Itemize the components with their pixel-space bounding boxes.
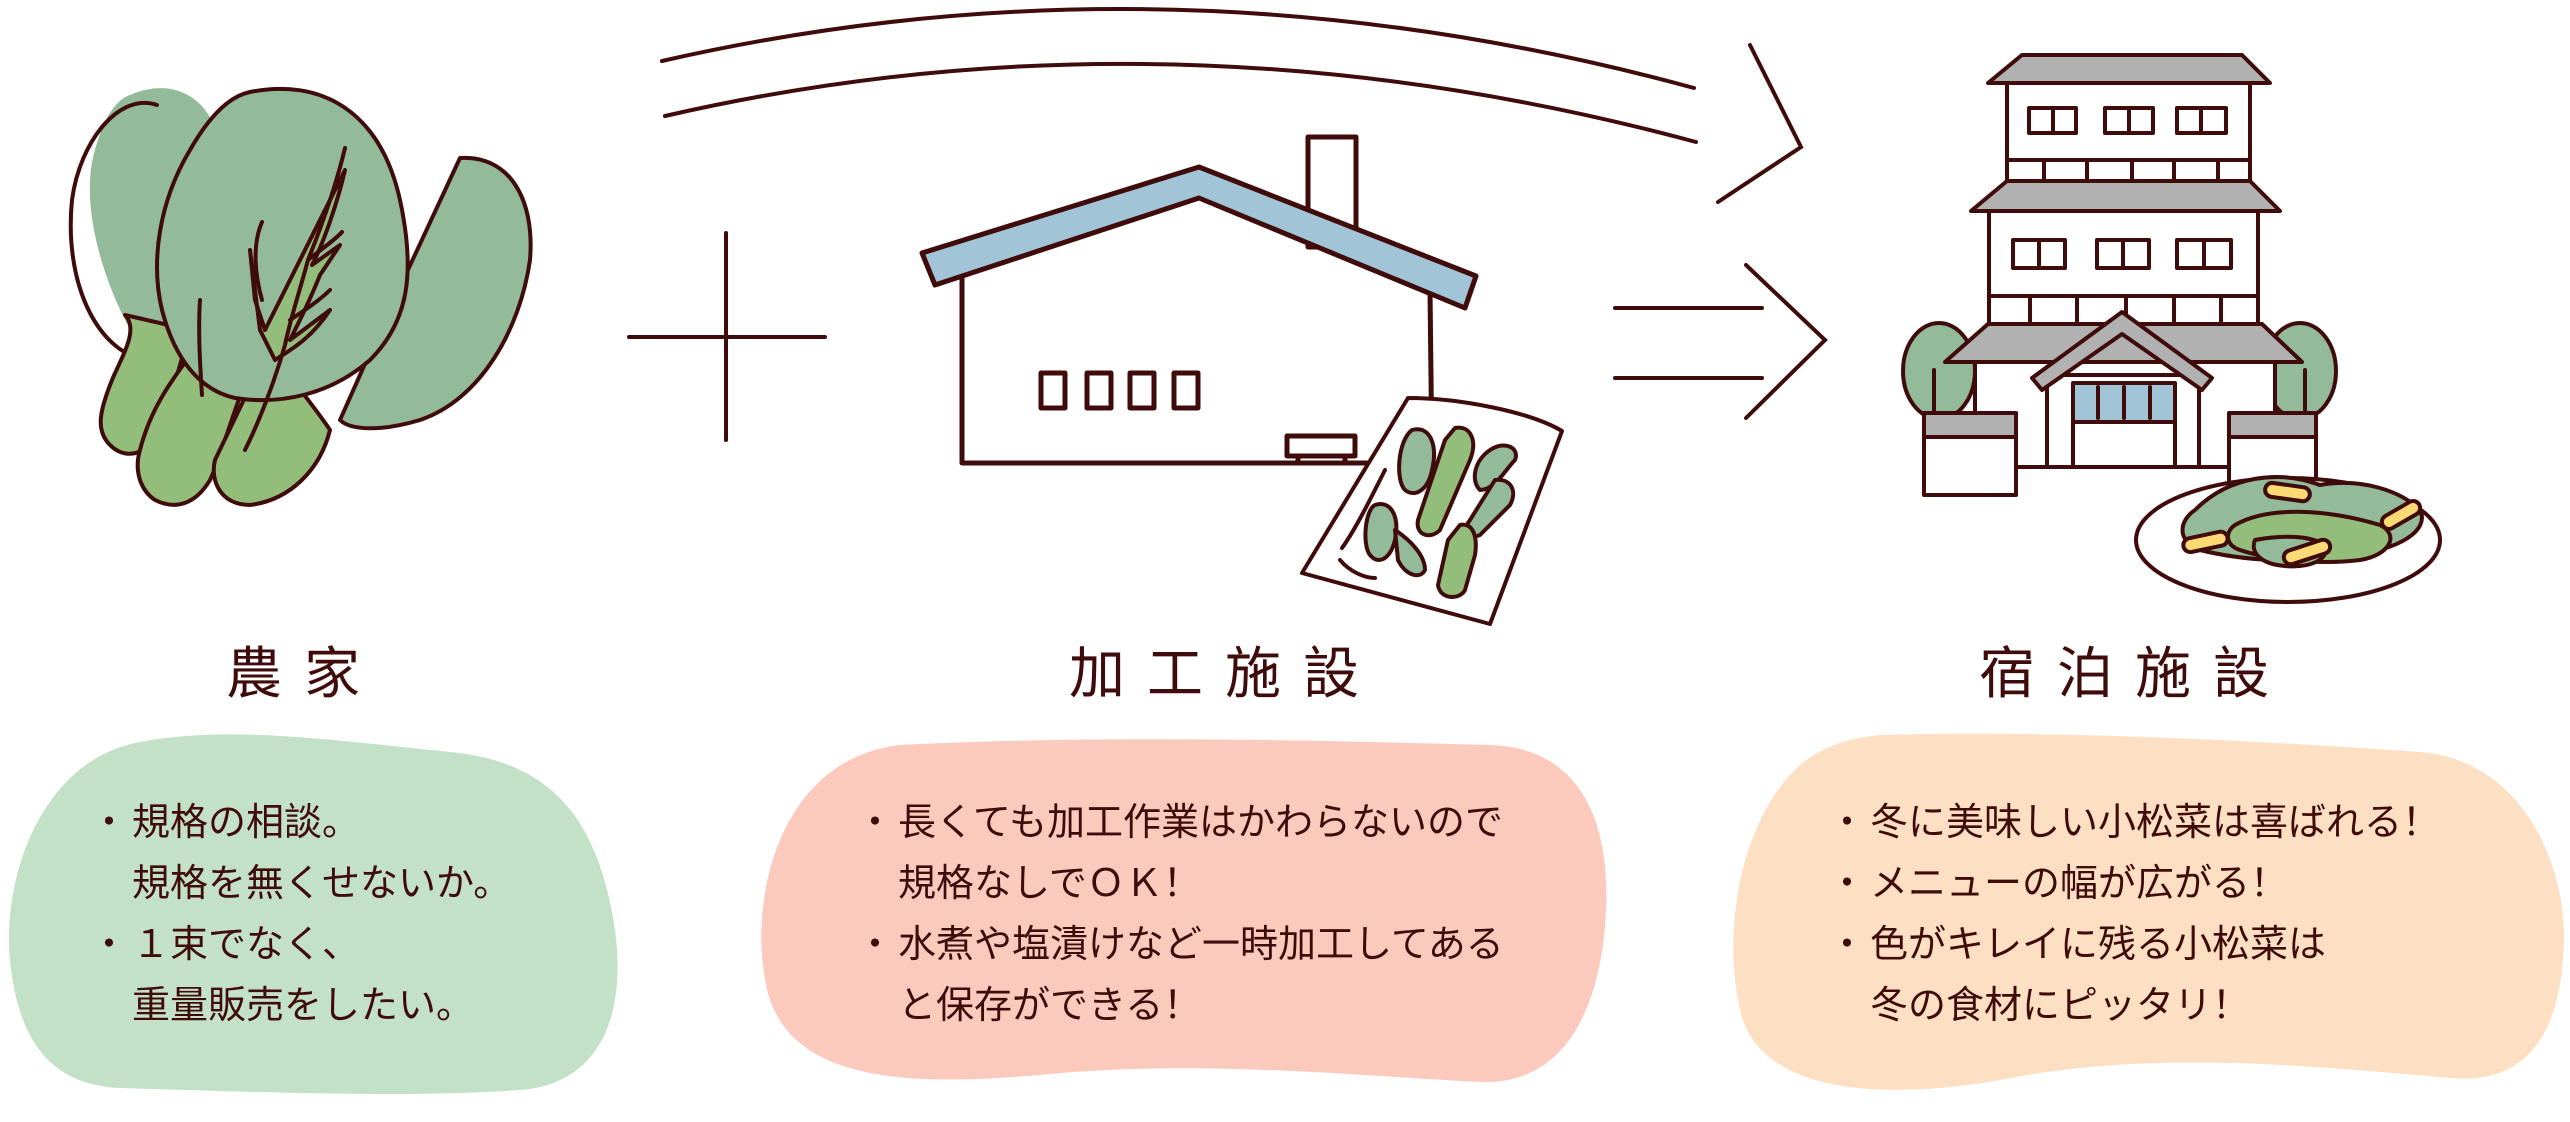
bullet: ・ bbox=[90, 922, 129, 966]
farmer-label: 農家 bbox=[226, 642, 382, 707]
tray-icon bbox=[1300, 396, 1564, 626]
curved-arrow-farmer-to-lodging bbox=[660, 7, 1804, 204]
hotel-icon bbox=[1901, 53, 2338, 497]
farmer-bubble bbox=[8, 734, 618, 1094]
note-line: ・冬に美味しい小松菜は喜ばれる！ bbox=[1828, 792, 2440, 853]
processing-house-icon bbox=[919, 134, 1479, 466]
bullet: ・ bbox=[856, 800, 895, 844]
note-line: 重量販売をしたい。 bbox=[132, 983, 475, 1027]
processing-bubble bbox=[761, 739, 1607, 1083]
bullet: ・ bbox=[90, 800, 129, 844]
note-line: ・色がキレイに残る小松菜は bbox=[1828, 914, 2440, 975]
dish-icon bbox=[2134, 475, 2442, 604]
note-line: ・１束でなく、 bbox=[90, 914, 511, 975]
plus-connector bbox=[627, 231, 827, 442]
processing-notes: ・長くても加工作業はかわらないので 規格なしでＯＫ！ ・水煮や塩漬けなど一時加工… bbox=[856, 792, 1504, 1036]
lodging-bubble bbox=[1733, 733, 2565, 1090]
note-line: 規格を無くせないか。 bbox=[132, 861, 512, 905]
note-line: と保存ができる！ bbox=[898, 983, 1202, 1027]
note-line: ・長くても加工作業はかわらないので bbox=[856, 792, 1504, 853]
processing-label: 加工施設 bbox=[1069, 642, 1381, 707]
house-door-icon bbox=[1295, 456, 1348, 463]
komatsuna-icon bbox=[68, 86, 533, 507]
bullet: ・ bbox=[856, 922, 895, 966]
bullet: ・ bbox=[1828, 800, 1867, 844]
farmer-notes: ・規格の相談。 規格を無くせないか。 ・１束でなく、 重量販売をしたい。 bbox=[90, 792, 511, 1036]
lodging-notes: ・冬に美味しい小松菜は喜ばれる！ ・メニューの幅が広がる！ ・色がキレイに残る小… bbox=[1828, 792, 2440, 1036]
note-line: ・水煮や塩漬けなど一時加工してある bbox=[856, 914, 1504, 975]
note-line: 規格なしでＯＫ！ bbox=[898, 861, 1201, 905]
arrow-processing-to-lodging bbox=[1613, 263, 1828, 420]
lodging-label: 宿泊施設 bbox=[1979, 642, 2291, 707]
bullet: ・ bbox=[1828, 922, 1867, 966]
note-line: 冬の食材にピッタリ！ bbox=[1870, 983, 2251, 1027]
bullet: ・ bbox=[1828, 861, 1867, 905]
note-line: ・メニューの幅が広がる！ bbox=[1828, 853, 2440, 914]
note-line: ・規格の相談。 bbox=[90, 792, 511, 853]
